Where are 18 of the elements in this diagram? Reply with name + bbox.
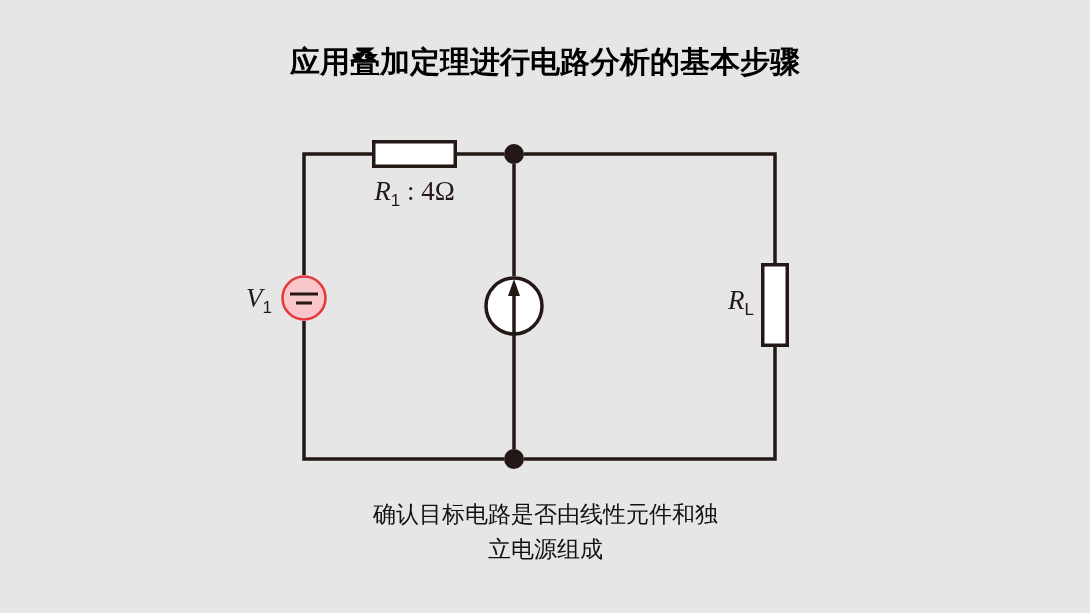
- wire: [302, 321, 504, 461]
- junction-dot: [504, 449, 524, 469]
- title: 应用叠加定理进行电路分析的基本步骤: [289, 44, 801, 80]
- wire: [302, 152, 372, 275]
- caption: 确认目标电路是否由线性元件和独立电源组成: [372, 500, 718, 564]
- wire: [512, 164, 516, 276]
- wire: [524, 152, 777, 263]
- component-label: R$_{1}$ : 4Ω: [374, 178, 455, 210]
- component-label: R$_{L}$: [728, 287, 754, 319]
- resistor-symbol: [761, 263, 789, 347]
- component-label: V$_{1}$: [246, 285, 272, 317]
- wire: [524, 347, 777, 461]
- junction-dot: [504, 144, 524, 164]
- wire: [512, 336, 516, 449]
- voltage-source-symbol: [281, 275, 327, 321]
- wire: [457, 152, 504, 156]
- resistor-symbol: [372, 140, 457, 168]
- current-source-symbol: [484, 276, 544, 336]
